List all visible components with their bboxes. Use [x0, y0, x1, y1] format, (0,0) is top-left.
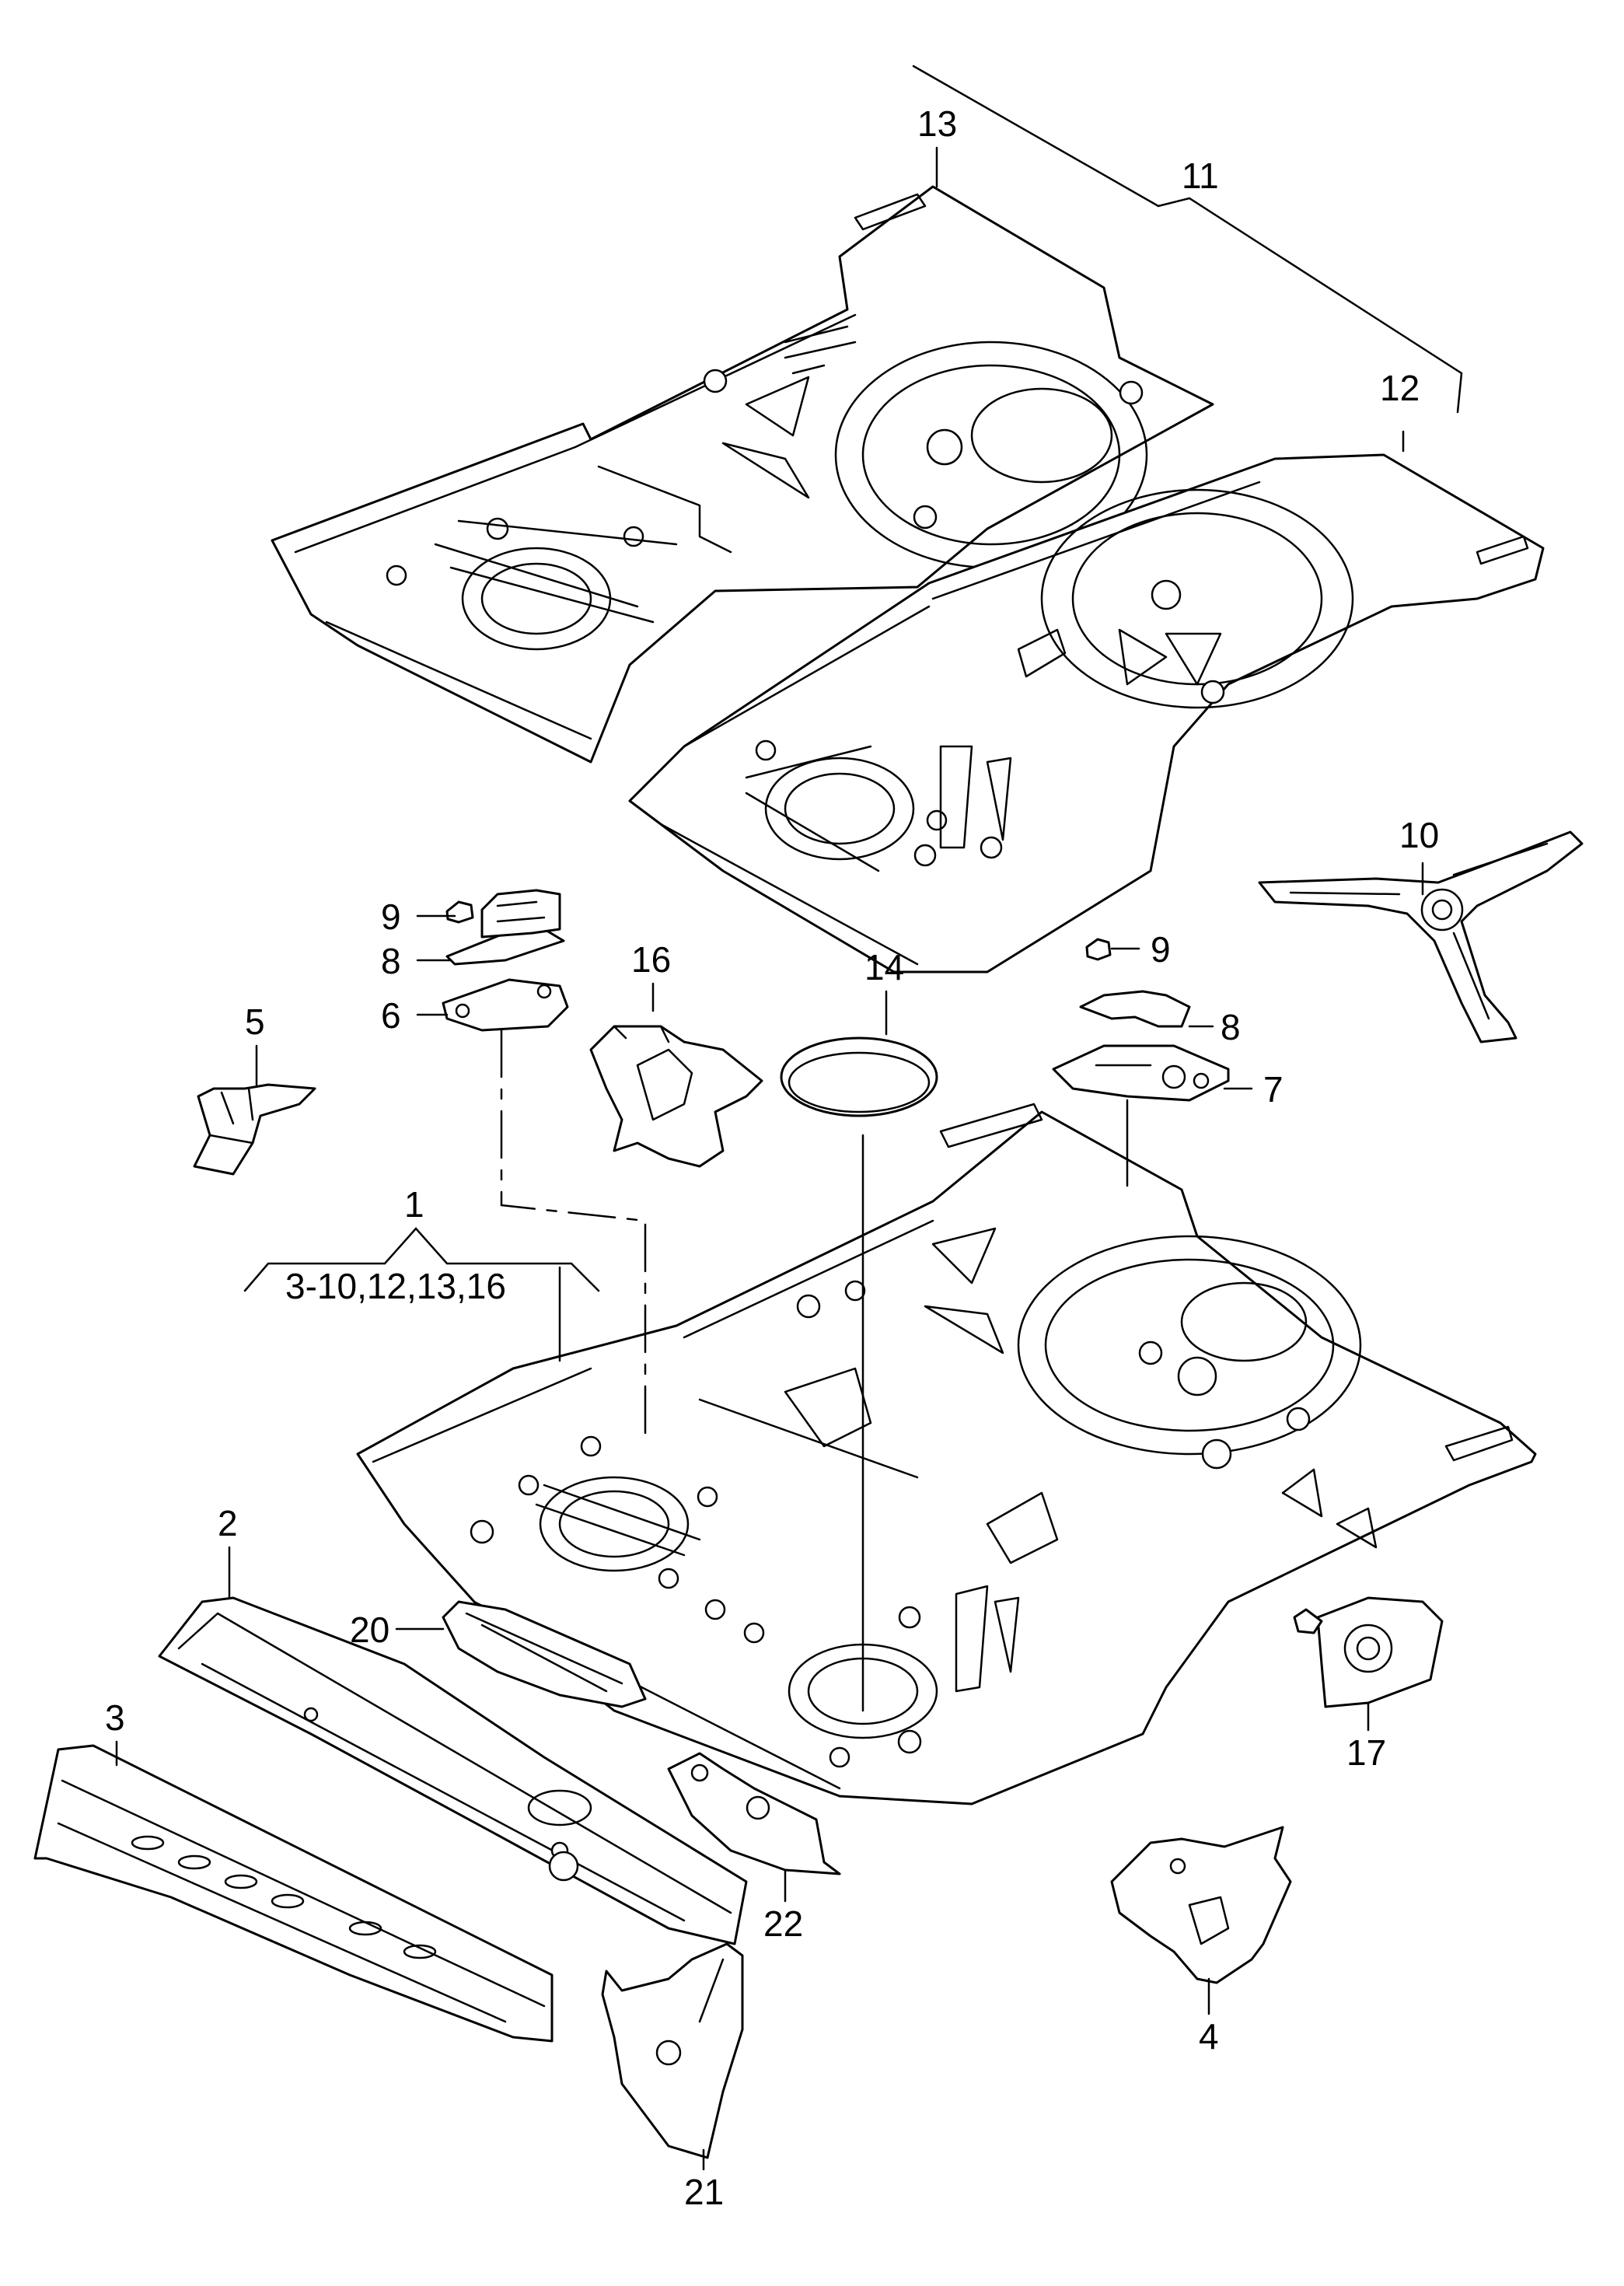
y-brace-10 — [1258, 830, 1584, 1043]
callout-8-right: 8 — [1221, 1007, 1241, 1047]
bracket-7 — [1052, 1044, 1230, 1102]
sill-3 — [33, 1744, 554, 2043]
washer-nut-left — [480, 889, 561, 939]
callout-9-left: 9 — [381, 897, 401, 937]
callout-16: 16 — [631, 939, 671, 980]
callout-9-right: 9 — [1151, 929, 1171, 970]
callout-labels: 13 11 12 10 9 8 6 9 8 7 5 16 14 1 3-10,1… — [105, 103, 1439, 2212]
callout-10: 10 — [1399, 815, 1439, 855]
callout-12: 12 — [1380, 368, 1420, 408]
nut-9-left — [445, 900, 474, 924]
bracket-6 — [442, 978, 569, 1032]
callout-13: 13 — [917, 103, 957, 144]
callout-2: 2 — [218, 1503, 238, 1543]
bracket-8-right — [1079, 990, 1191, 1028]
callout-4: 4 — [1199, 2016, 1219, 2057]
floor-panel-12 — [628, 453, 1545, 973]
callout-8-left: 8 — [381, 941, 401, 981]
callout-11: 11 — [1182, 156, 1219, 196]
pad-20 — [442, 1600, 647, 1708]
callout-5: 5 — [245, 1001, 265, 1042]
callout-7: 7 — [1263, 1069, 1283, 1110]
callout-22: 22 — [763, 1903, 803, 1944]
callout-14: 14 — [864, 947, 904, 987]
callout-20: 20 — [350, 1610, 389, 1650]
callout-21: 21 — [684, 2172, 724, 2212]
crossmember-2 — [158, 1596, 748, 1945]
bolt-bracket-17 — [1293, 1596, 1444, 1708]
callout-3: 3 — [105, 1697, 125, 1738]
clip-5 — [193, 1083, 316, 1176]
nut-9-right — [1085, 938, 1112, 961]
floor-panel-1 — [356, 1103, 1537, 1805]
bracket-16 — [589, 1025, 763, 1168]
floor-panel-13 — [271, 185, 1214, 764]
bracket-22 — [667, 1752, 841, 1875]
bracket-4 — [1110, 1826, 1292, 1984]
bracket-21 — [601, 1942, 744, 2159]
callout-17: 17 — [1346, 1732, 1386, 1773]
callout-1-range: 3-10,12,13,16 — [285, 1266, 506, 1306]
plug-14 — [780, 1036, 938, 1117]
leader-lines — [115, 65, 1463, 2171]
callout-1: 1 — [404, 1184, 424, 1225]
callout-6: 6 — [381, 995, 401, 1036]
